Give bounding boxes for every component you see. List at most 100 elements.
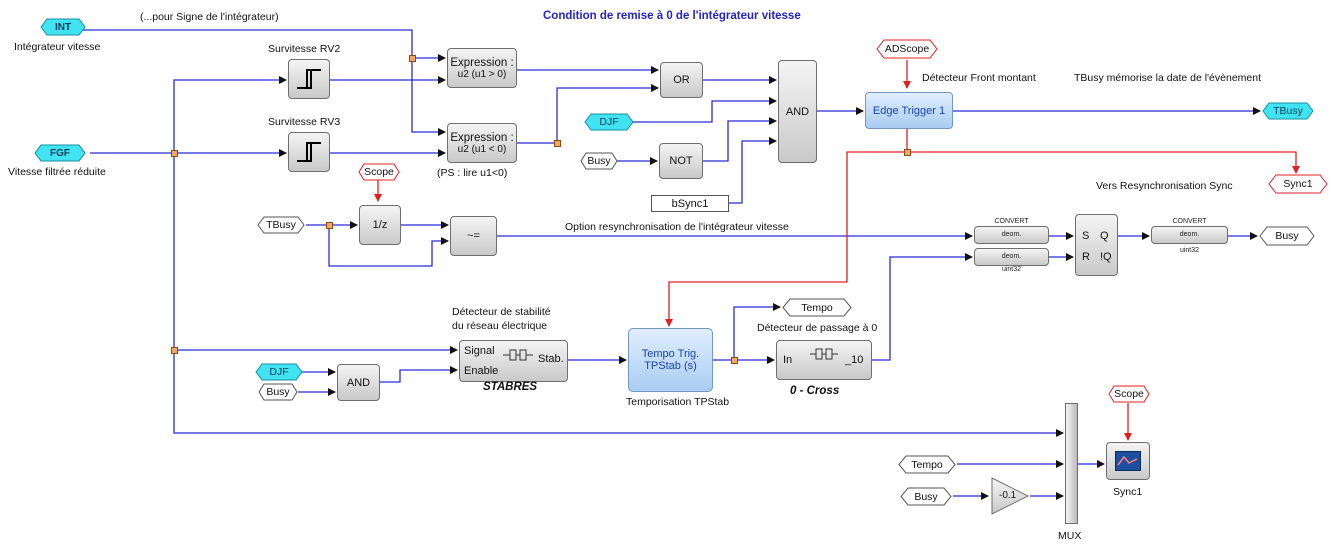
convert-title: CONVERT: [994, 218, 1029, 225]
not-equal-block[interactable]: ~=: [450, 216, 497, 256]
busy-tag-label: Busy: [266, 386, 290, 398]
tbusy-from-tag[interactable]: TBusy: [257, 216, 305, 234]
scope-tag-label: Scope: [1114, 388, 1144, 400]
rv2-caption: Survitesse RV2: [268, 43, 341, 55]
sr-flipflop-block[interactable]: S Q R !Q: [1075, 214, 1118, 276]
scope-tag-label: Scope: [364, 166, 394, 178]
stab-caption-1: Détecteur de stabilité: [452, 306, 551, 318]
expression-title: Expression :: [450, 131, 514, 144]
int-goto-tag[interactable]: INT: [40, 18, 86, 36]
adscope-tag-label: ADScope: [884, 43, 930, 55]
sr-s-port: S: [1082, 230, 1090, 242]
scope-tag[interactable]: Scope: [358, 163, 400, 181]
resync-note: Vers Resynchronisation Sync: [1096, 180, 1233, 192]
survitesse-rv3-block[interactable]: [288, 132, 330, 172]
expression-negative-block[interactable]: Expression : u2 (u1 < 0): [447, 123, 517, 163]
mux-block[interactable]: [1065, 403, 1078, 524]
int-tag-label: INT: [54, 21, 72, 33]
djf-goto-tag[interactable]: DJF: [584, 113, 634, 131]
sr-q-port: Q: [1100, 230, 1109, 242]
busy-tag-label: Busy: [587, 155, 611, 167]
busy-from-tag[interactable]: Busy: [258, 383, 298, 401]
sync1-tag-shape: [1268, 174, 1328, 194]
sr-r-port: R: [1082, 251, 1090, 263]
junction: [554, 140, 561, 147]
subsystem-icon: [503, 349, 533, 361]
fgf-tag-shape: [34, 144, 86, 162]
hysteresis-icon: [297, 69, 321, 89]
tempo-caption: Temporisation TPStab: [626, 396, 730, 408]
djf-tag-label: DJF: [269, 366, 289, 378]
busy-from-tag[interactable]: Busy: [900, 487, 952, 506]
mux-label: MUX: [1058, 530, 1082, 542]
fgf-goto-tag[interactable]: FGF: [34, 144, 86, 162]
djf-goto-tag[interactable]: DJF: [255, 363, 303, 381]
busy-goto-tag[interactable]: Busy: [1259, 226, 1315, 246]
edge-caption: Détecteur Front montant: [922, 72, 1036, 84]
djf-tag-shape: [584, 113, 634, 131]
bsync1-from-tag[interactable]: bSync1: [651, 195, 729, 212]
sync1-goto-tag[interactable]: Sync1: [1268, 174, 1328, 194]
expression-formula: u2 (u1 < 0): [457, 143, 507, 155]
tbusy-note: TBusy mémorise la date de l'évènement: [1074, 72, 1262, 84]
expression-title: Expression :: [450, 56, 514, 69]
tbusy-from-shape: [257, 216, 305, 234]
fgf-caption: Vitesse filtrée réduite: [8, 166, 106, 178]
sync1-scope-label: Sync1: [1113, 486, 1143, 498]
tbusy-goto-tag[interactable]: TBusy: [1262, 102, 1314, 120]
gain-value: -0.1: [999, 490, 1017, 501]
zero-caption: Détecteur de passage à 0: [757, 322, 878, 334]
sr-nq-port: !Q: [1100, 251, 1112, 263]
and-small-block[interactable]: AND: [337, 364, 380, 401]
adscope-tag[interactable]: ADScope: [876, 39, 938, 59]
convert-block[interactable]: deom.: [974, 226, 1049, 244]
gain-block[interactable]: -0.1: [990, 476, 1030, 516]
busy-tag-shape: [258, 383, 298, 401]
junction: [171, 347, 178, 354]
diagram-title: Condition de remise à 0 de l'intégrateur…: [543, 10, 801, 22]
zc-in-port: In: [783, 354, 793, 366]
convert-block[interactable]: deom.: [974, 248, 1049, 266]
int-caption: Intégrateur vitesse: [14, 41, 101, 53]
scope-tag-shape: [1108, 385, 1150, 403]
tempo-from-label: Tempo: [911, 458, 943, 471]
tempo-trig-title: Tempo Trig.: [641, 348, 700, 360]
expression-positive-block[interactable]: Expression : u2 (u1 > 0): [447, 48, 517, 88]
convert-type: uint32: [1179, 247, 1200, 254]
zero-cross-block[interactable]: In _10: [776, 340, 872, 380]
convert-label: deom.: [1001, 231, 1022, 238]
convert-title: CONVERT: [1172, 218, 1207, 225]
junction: [409, 55, 416, 62]
edge-trigger-block[interactable]: Edge Trigger 1: [865, 92, 953, 129]
or-block[interactable]: OR: [660, 62, 703, 98]
rv3-caption: Survitesse RV3: [268, 116, 341, 128]
scope-tag-shape: [358, 163, 400, 181]
convert-type: uint32: [1001, 266, 1022, 273]
tempo-from-tag[interactable]: Tempo: [898, 455, 956, 474]
adscope-tag-shape: [876, 39, 938, 59]
djf-tag-label: DJF: [599, 116, 619, 128]
gain-triangle: [991, 477, 1030, 515]
junction: [904, 149, 911, 156]
delay-block[interactable]: 1/z: [359, 205, 401, 245]
scope-tag[interactable]: Scope: [1108, 385, 1150, 403]
not-block[interactable]: NOT: [659, 143, 703, 179]
stabres-name: STABRES: [483, 381, 538, 393]
busy-from-tag[interactable]: Busy: [580, 152, 618, 170]
stabres-block[interactable]: Signal Enable Stab.: [459, 340, 568, 382]
survitesse-rv2-block[interactable]: [288, 59, 330, 99]
tempo-trig-block[interactable]: Tempo Trig. TPStab (s): [628, 328, 713, 392]
scope-block[interactable]: [1106, 442, 1150, 480]
stab-caption-2: du réseau électrique: [452, 320, 548, 332]
and-main-block[interactable]: AND: [778, 60, 817, 163]
tempo-goto-tag[interactable]: Tempo: [782, 298, 852, 317]
convert-block[interactable]: deom.: [1151, 226, 1228, 244]
int-note: (...pour Signe de l'intégrateur): [140, 11, 279, 23]
busy-tag-label: Busy: [914, 490, 938, 503]
busy-tag-shape: [580, 152, 618, 170]
scope-icon: [1115, 451, 1141, 471]
tbusy-from-label: TBusy: [266, 219, 296, 231]
option-note: Option resynchronisation de l'intégrateu…: [565, 221, 789, 233]
tbusy-tag-label: TBusy: [1273, 105, 1303, 117]
